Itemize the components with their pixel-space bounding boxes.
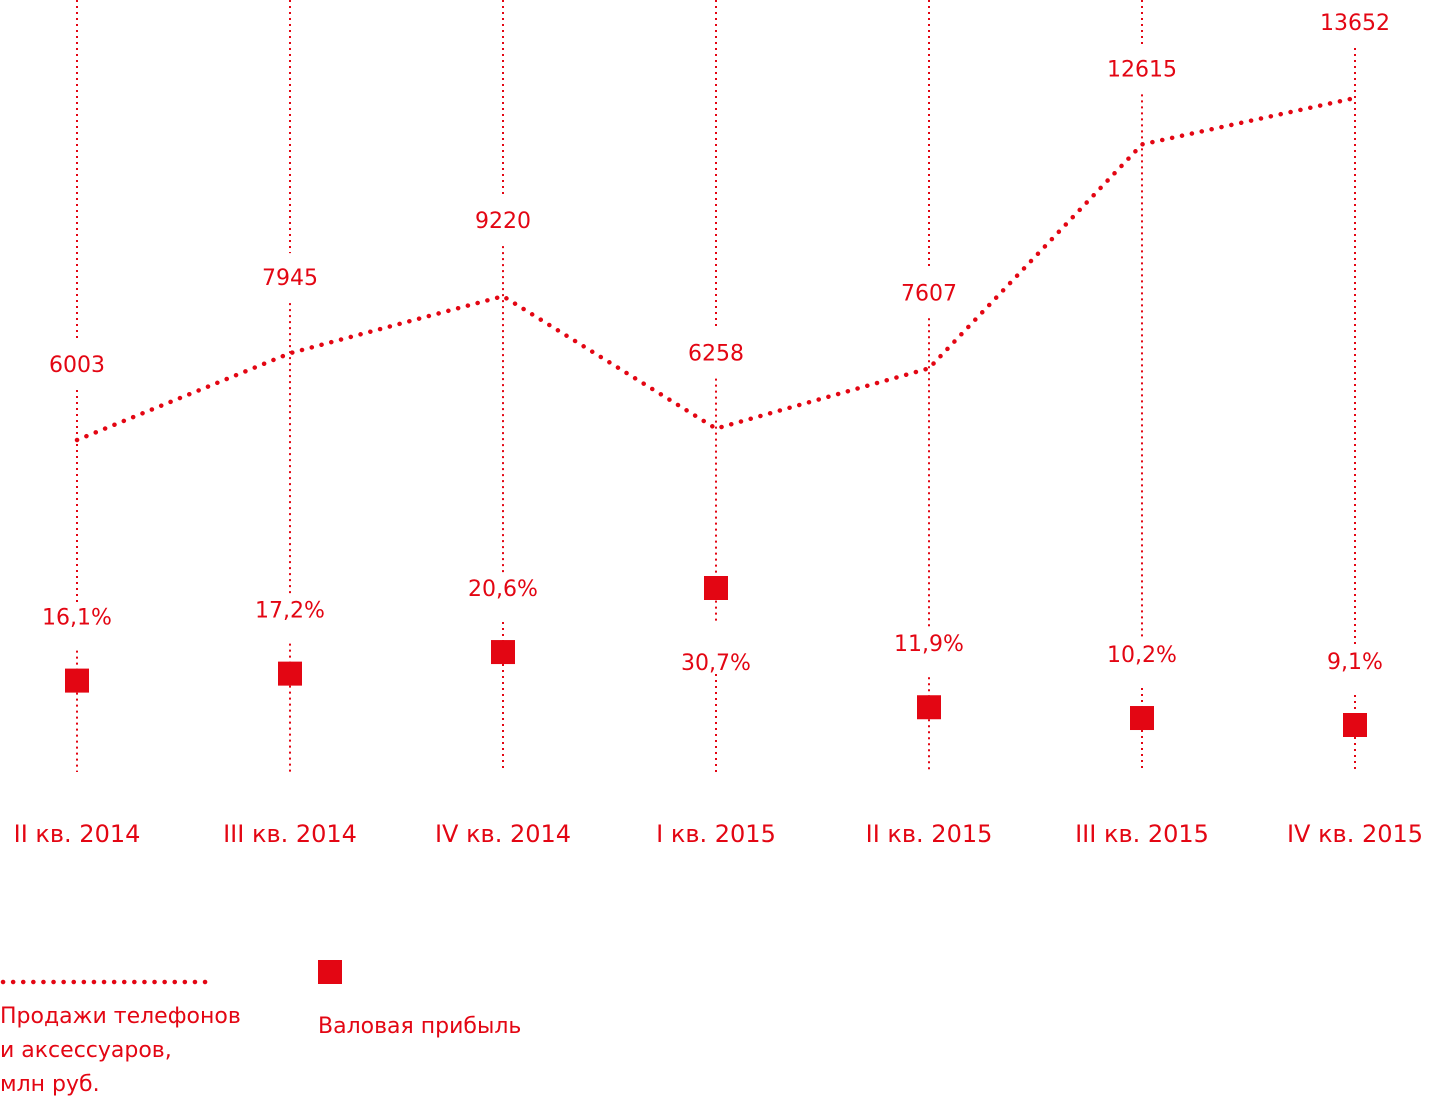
category-labels: II кв. 2014 III кв. 2014 IV кв. 2014 I кв. …	[14, 820, 1423, 848]
sales-value-label: 7945	[262, 266, 318, 291]
gross-profit-label: 16,1%	[42, 606, 112, 631]
sales-value-label: 6003	[49, 353, 105, 378]
category-label: IV кв. 2014	[435, 820, 571, 848]
sales-value-label: 6258	[688, 342, 744, 367]
gross-profit-label: 9,1%	[1327, 650, 1383, 675]
category-label: II кв. 2014	[14, 820, 141, 848]
category-label: III кв. 2014	[223, 820, 357, 848]
legend-square-icon	[318, 960, 342, 984]
gross-profit-marker	[704, 576, 728, 600]
category-label: I кв. 2015	[656, 820, 776, 848]
sales-value-label: 9220	[475, 209, 531, 234]
gross-profit-marker	[65, 668, 89, 693]
gross-profit-label: 17,2%	[255, 599, 325, 624]
legend-sales: Продажи телефонов и аксессуаров, млн руб…	[0, 978, 280, 1102]
legend-gross-profit: Валовая прибыль	[318, 960, 598, 1044]
legend-sales-label-1: Продажи телефонов	[0, 1004, 241, 1029]
gross-profit-marker	[917, 695, 941, 720]
gross-profit-marker	[491, 640, 515, 665]
gross-profit-label: 10,2%	[1107, 643, 1177, 668]
gross-profit-label: 11,9%	[894, 632, 964, 657]
data-labels: 6003 7945 9220 6258 7607 12615 13652 16,1% 17,2%…	[42, 11, 1390, 676]
sales-series	[74, 95, 1358, 443]
gross-profit-label: 30,7%	[681, 651, 751, 676]
legend-sales-label-2: и аксессуаров,	[0, 1038, 172, 1063]
sales-line	[74, 95, 1358, 443]
legend-profit-label: Валовая прибыль	[318, 1014, 522, 1039]
gross-profit-marker	[1343, 713, 1367, 737]
category-label: III кв. 2015	[1075, 820, 1209, 848]
gross-profit-marker	[1130, 706, 1154, 731]
legend-sales-label-3: млн руб.	[0, 1072, 100, 1097]
sales-value-label: 13652	[1320, 11, 1390, 36]
category-label: II кв. 2015	[866, 820, 993, 848]
sales-value-label: 12615	[1107, 57, 1177, 82]
grid-lines	[76, 0, 1356, 772]
gross-profit-marker	[278, 661, 302, 686]
category-label: IV кв. 2015	[1287, 820, 1423, 848]
sales-value-label: 7607	[901, 281, 957, 306]
gross-profit-label: 20,6%	[468, 577, 538, 602]
legend-dotted-line-icon	[0, 979, 215, 985]
gross-profit-series	[65, 576, 1367, 737]
